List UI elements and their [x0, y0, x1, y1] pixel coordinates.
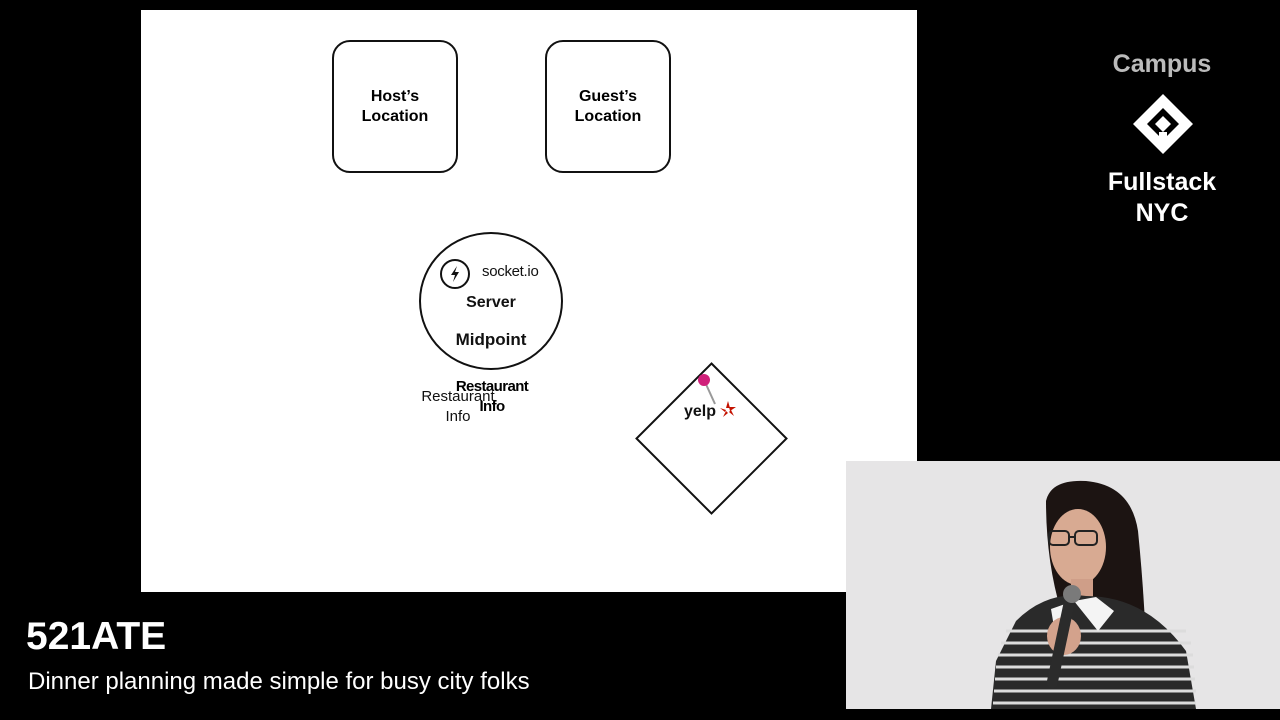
speaker-image — [846, 461, 1280, 709]
speaker-video — [846, 461, 1280, 709]
guest-location-box: Guest’s Location — [545, 40, 671, 173]
midpoint-label: Midpoint — [455, 330, 527, 349]
socketio-label: socket.io — [482, 263, 539, 280]
yelp-burst-icon — [720, 401, 736, 417]
project-subtitle: Dinner planning made simple for busy cit… — [28, 668, 530, 695]
map-pin-icon — [698, 374, 710, 386]
presentation-slide: Host’s Location Guest’s Location socket.… — [141, 10, 917, 592]
socketio-logo-icon — [440, 259, 470, 289]
server-circle: socket.io Server Midpoint — [419, 232, 563, 370]
campus-label: Campus — [1112, 50, 1212, 78]
restaurant-info-label: Restaurant Info — [421, 388, 495, 425]
server-label: Server — [466, 294, 516, 311]
project-title: 521ATE — [26, 615, 167, 658]
yelp-label: yelp — [684, 403, 717, 420]
yelp-diamond — [635, 362, 788, 515]
fullstack-nyc-label: Fullstack NYC — [1107, 168, 1217, 227]
host-location-box: Host’s Location — [332, 40, 458, 173]
fullstack-logo-icon — [1133, 94, 1193, 154]
restaurant-info-label-overlay: Restaurant Info — [455, 378, 529, 415]
